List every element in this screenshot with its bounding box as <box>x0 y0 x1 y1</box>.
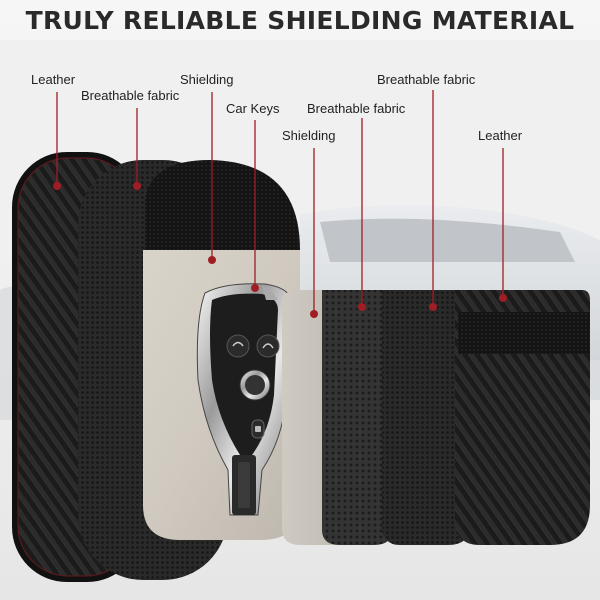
velcro-strip <box>145 160 300 250</box>
label-breathable-fabric-right: Breathable fabric <box>377 72 476 87</box>
label-shielding-right: Shielding <box>282 128 336 143</box>
leader-lines <box>56 90 504 314</box>
breathable-fabric-right-2 <box>382 290 470 545</box>
label-breathable-fabric-left: Breathable fabric <box>81 88 180 103</box>
label-leather-right: Leather <box>478 128 523 143</box>
label-leather-left: Leather <box>31 72 76 87</box>
headline: TRULY RELIABLE SHIELDING MATERIAL <box>25 6 575 35</box>
leather-outer-right <box>455 290 590 545</box>
car-key-fob-icon <box>196 283 291 516</box>
breathable-fabric-right-1 <box>322 290 392 545</box>
label-breathable-fabric-mid: Breathable fabric <box>307 101 406 116</box>
unlock-icon <box>226 334 250 358</box>
label-shielding-left: Shielding <box>180 72 234 87</box>
label-car-keys: Car Keys <box>226 101 280 116</box>
marker-dots <box>53 182 507 318</box>
lock-icon <box>256 334 280 358</box>
